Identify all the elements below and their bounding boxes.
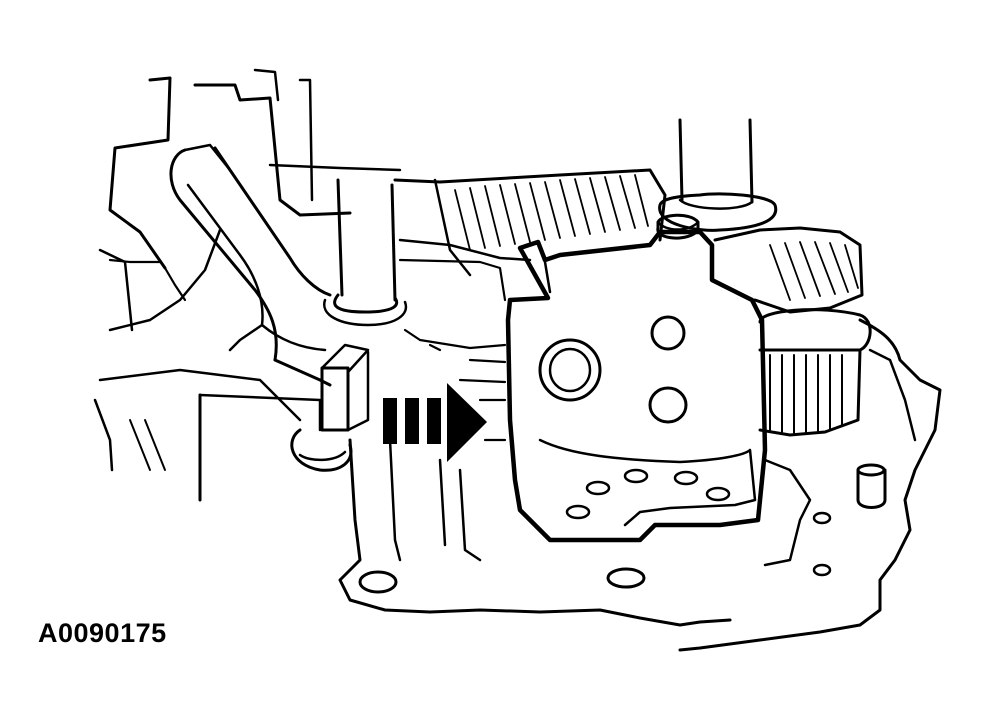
interior-details (110, 260, 505, 440)
lower-case (95, 320, 940, 650)
bracket-plate (508, 215, 765, 540)
figure-id-label: A0090175 (38, 618, 167, 648)
upper-housing (100, 70, 400, 420)
shift-rail (324, 180, 406, 325)
shift-fork (171, 145, 330, 385)
right-gear (715, 228, 870, 435)
upper-gear (395, 170, 665, 275)
counter-shaft (660, 120, 776, 230)
dashed-arrow-right-icon (383, 383, 487, 462)
detent-block (322, 345, 368, 430)
